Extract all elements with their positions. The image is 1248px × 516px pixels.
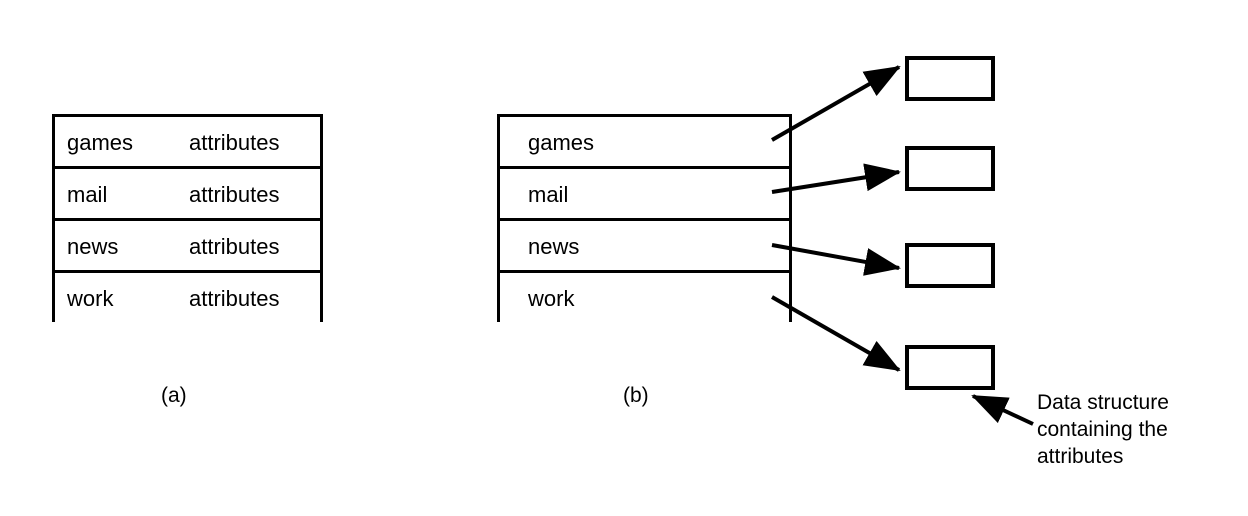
annotation-note: Data structure containing the attributes	[1037, 389, 1237, 470]
entry-attributes: attributes	[189, 234, 280, 259]
table-row: games	[500, 117, 789, 169]
annotation-line-1: Data structure	[1037, 391, 1169, 414]
table-row: mail	[500, 169, 789, 221]
entry-name: work	[67, 286, 114, 311]
table-row: mail attributes	[55, 169, 320, 221]
entry-attributes: attributes	[189, 182, 280, 207]
directory-table-a: games attributes mail attributes news at…	[52, 114, 323, 325]
attribute-data-structure-box	[905, 243, 995, 288]
entry-name: news	[67, 234, 119, 259]
subfigure-label-a: (a)	[161, 384, 187, 407]
entry-name: games	[67, 130, 134, 155]
attribute-data-structure-box	[905, 345, 995, 390]
annotation-callout-arrow	[971, 394, 1034, 426]
table-row: work attributes	[55, 273, 320, 325]
entry-name: mail	[528, 182, 569, 207]
table-row: news attributes	[55, 221, 320, 273]
entry-name: mail	[67, 182, 108, 207]
directory-table-b: games mail news work	[497, 114, 792, 325]
entry-name: news	[528, 234, 580, 259]
attribute-data-structure-box	[905, 56, 995, 101]
attribute-data-structure-box	[905, 146, 995, 191]
table-row: games attributes	[55, 117, 320, 169]
entry-attributes: attributes	[189, 130, 280, 155]
table-row: work	[500, 273, 789, 325]
annotation-line-3: attributes	[1037, 445, 1124, 468]
subfigure-label-b: (b)	[623, 384, 649, 407]
entry-attributes: attributes	[189, 286, 280, 311]
entry-name: games	[528, 130, 595, 155]
annotation-line-2: containing the	[1037, 418, 1168, 441]
entry-name: work	[528, 286, 575, 311]
table-row: news	[500, 221, 789, 273]
